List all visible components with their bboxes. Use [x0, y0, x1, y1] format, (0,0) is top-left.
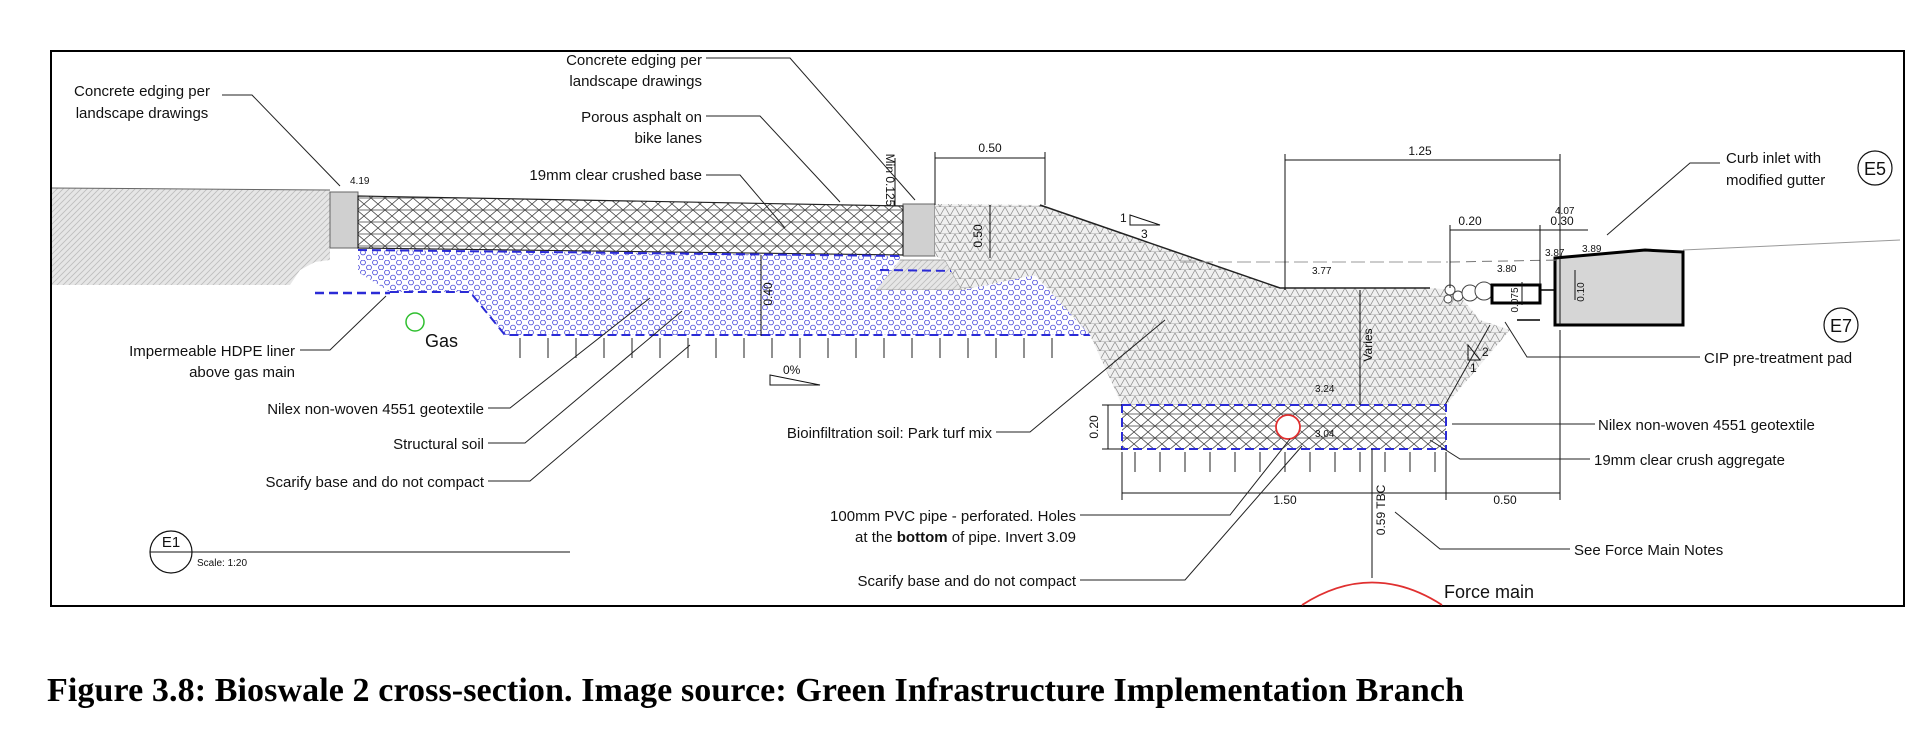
label-asphalt-2: bike lanes: [634, 130, 702, 147]
bioinfiltration-soil-zone: [935, 204, 1510, 405]
elev-419: 4.19: [350, 176, 370, 187]
dim-030: 0.30: [1550, 214, 1574, 228]
cip-pretreatment-pad: [1490, 283, 1542, 305]
label-force-notes: See Force Main Notes: [1574, 542, 1723, 559]
curb-inlet: [1553, 248, 1685, 327]
dim-150: 1.50: [1273, 493, 1297, 507]
label-force-main: Force main: [1444, 582, 1534, 602]
dim-040: 0.40: [761, 282, 775, 306]
force-main-arc: [1301, 581, 1443, 606]
dim-min-0125: Min 0.125: [883, 154, 897, 207]
elev-389: 3.89: [1582, 244, 1602, 255]
callout-e7: E7: [1830, 316, 1852, 336]
label-hdpe-liner-1: Impermeable HDPE liner: [129, 343, 295, 360]
swale-surface-profile: [1039, 204, 1430, 289]
label-edging-top-1: Concrete edging per: [566, 52, 702, 69]
dim-010: 0.10: [1576, 282, 1587, 302]
label-asphalt-1: Porous asphalt on: [581, 109, 702, 126]
road-profile-right: [1682, 239, 1901, 251]
label-curb-inlet-1: Curb inlet with: [1726, 150, 1821, 167]
dim-050-bottom: 0.50: [1493, 493, 1517, 507]
label-gas: Gas: [425, 331, 458, 351]
cobble-stones: [1443, 281, 1494, 304]
label-pvc-pipe-1: 100mm PVC pipe - perforated. Holes: [830, 508, 1076, 525]
dim-slope-1b: 1: [1470, 361, 1477, 375]
ground-profile-left: [51, 187, 331, 191]
label-curb-inlet-2: modified gutter: [1726, 172, 1825, 189]
callout-e5: E5: [1864, 159, 1886, 179]
scarify-ticks-bottom: [1134, 452, 1436, 472]
callout-e1: E1: [162, 534, 180, 551]
label-edging-left-2: landscape drawings: [76, 105, 209, 122]
label-hdpe-liner-2: above gas main: [189, 364, 295, 381]
dim-059-tbc: 0.59 TBC: [1374, 484, 1388, 535]
label-edging-top-2: landscape drawings: [569, 73, 702, 90]
slope-symbol-0pct: [769, 374, 821, 386]
dim-slope-2: 2: [1482, 345, 1489, 359]
elev-380: 3.80: [1497, 264, 1517, 275]
concrete-edging-mid: [902, 203, 936, 257]
dim-050-vertical: 0.50: [971, 224, 985, 248]
native-ground-left: [52, 188, 330, 285]
porous-asphalt-layer: [357, 195, 904, 256]
callout-e5-circle: [1857, 150, 1893, 186]
label-edging-left-1: Concrete edging per: [74, 83, 210, 100]
dim-125: 1.25: [1408, 144, 1432, 158]
scarify-ticks-left: [519, 338, 1053, 358]
slope-symbol-1-2: [1467, 343, 1482, 361]
label-scarify-left: Scarify base and do not compact: [266, 474, 485, 491]
elev-377: 3.77: [1312, 266, 1332, 277]
dim-varies: Varies: [1361, 328, 1375, 361]
elev-407: 4.07: [1555, 206, 1575, 217]
elev-304: 3.04: [1315, 429, 1335, 440]
dim-050-top: 0.50: [978, 141, 1002, 155]
dim-020: 0.20: [1458, 214, 1482, 228]
figure-caption: Figure 3.8: Bioswale 2 cross-section. Im…: [47, 672, 1465, 709]
concrete-edging-left: [329, 191, 359, 249]
structural-soil-zone: [358, 250, 1090, 335]
scale-label: Scale: 1:20: [197, 558, 247, 569]
perforated-pvc-pipe: [1275, 414, 1301, 440]
label-crushed-base: 19mm clear crushed base: [529, 167, 702, 184]
label-bioinfiltration: Bioinfiltration soil: Park turf mix: [787, 425, 993, 442]
label-scarify-bottom: Scarify base and do not compact: [858, 573, 1077, 590]
gas-main-pipe: [405, 312, 425, 332]
leader-lines: [222, 57, 1720, 581]
label-structural-soil: Structural soil: [393, 436, 484, 453]
gutter-line: [1449, 259, 1561, 263]
label-cip-pad: CIP pre-treatment pad: [1704, 350, 1852, 367]
bioswale-cross-section-drawing: Concrete edging per landscape drawings C…: [51, 52, 1901, 606]
label-nilex-left: Nilex non-woven 4551 geotextile: [267, 401, 484, 418]
swale-side-right: [1444, 324, 1491, 406]
curb-stem: [1517, 289, 1555, 321]
elev-387: 3.87: [1545, 248, 1565, 259]
callout-e7-circle: [1823, 307, 1859, 343]
label-nilex-right: Nilex non-woven 4551 geotextile: [1598, 417, 1815, 434]
slope-symbol-1-3: [1129, 214, 1161, 226]
dim-020-left: 0.20: [1087, 415, 1101, 439]
dim-slope-3: 3: [1141, 227, 1148, 241]
dim-slope-0pct: 0%: [783, 363, 801, 377]
elev-324: 3.24: [1315, 384, 1335, 395]
label-clear-crush: 19mm clear crush aggregate: [1594, 452, 1785, 469]
dimension-lines: [760, 152, 1588, 578]
label-pvc-pipe-2: at the bottom of pipe. Invert 3.09: [855, 529, 1076, 546]
dim-0075: 0.075: [1510, 287, 1521, 312]
dim-slope-1: 1: [1120, 211, 1127, 225]
